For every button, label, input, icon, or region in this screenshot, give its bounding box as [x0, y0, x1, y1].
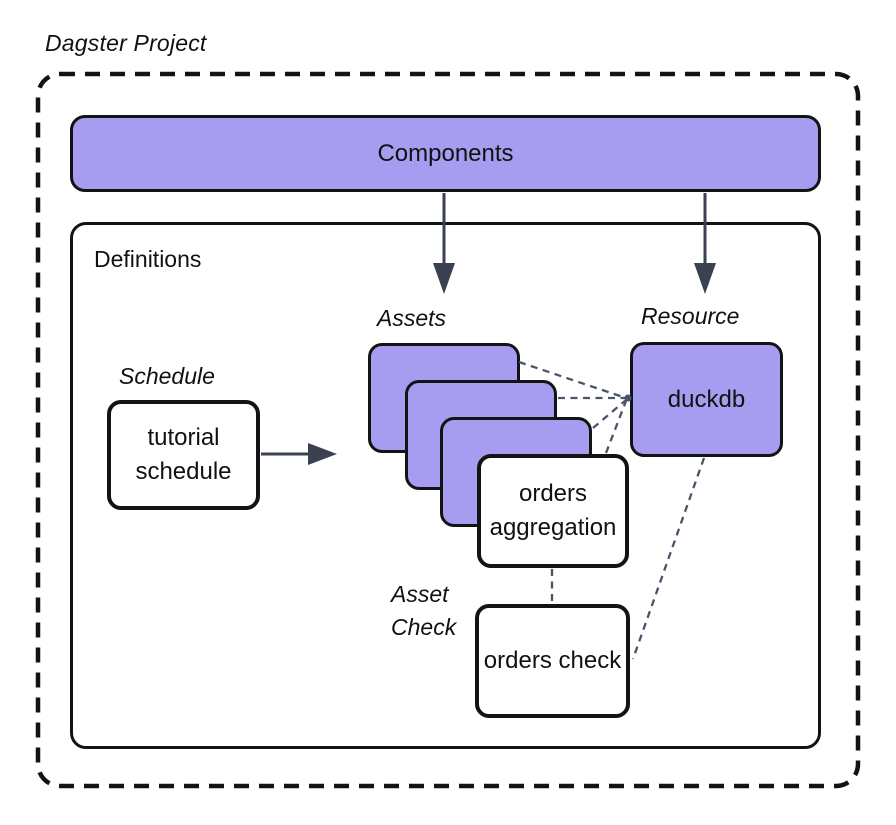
assets-label: Assets — [377, 305, 447, 331]
orders-aggregation-node: orders aggregation — [477, 454, 629, 568]
duckdb-label: duckdb — [667, 385, 746, 413]
resource-label: Resource — [641, 303, 740, 329]
components-node: Components — [70, 115, 821, 192]
orders-check-label: orders check — [483, 647, 622, 674]
duckdb-resource-node: duckdb — [630, 342, 783, 457]
asset-check-label: Asset Check — [391, 581, 457, 640]
tutorial-schedule-label: tutorial schedule — [135, 424, 232, 485]
diagram-title: Dagster Project — [45, 30, 207, 56]
orders-aggregation-label: orders aggregation — [489, 480, 617, 541]
orders-check-node: orders check — [475, 604, 630, 718]
tutorial-schedule-node: tutorial schedule — [107, 400, 260, 510]
schedule-label: Schedule — [119, 363, 215, 389]
components-label: Components — [377, 139, 514, 167]
definitions-label: Definitions — [94, 246, 202, 272]
